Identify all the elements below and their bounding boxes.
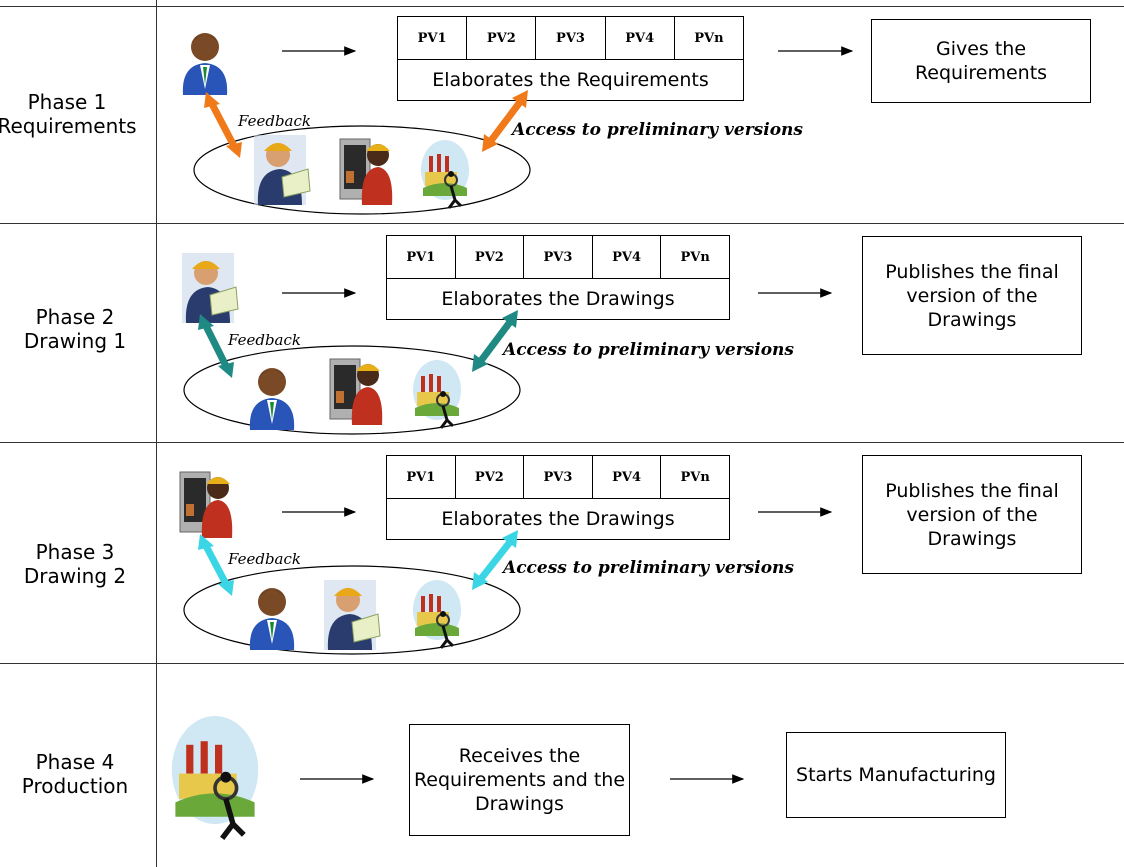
label-column-divider (156, 0, 157, 867)
pv-cell: PV1 (398, 17, 468, 59)
phase-2-pv-table: PV1 PV2 PV3 PV4 PVn Elaborates the Drawi… (386, 235, 730, 320)
pv-cell: PVn (680, 469, 710, 485)
pv-cell: PV4 (593, 236, 662, 278)
businessman-icon (182, 33, 228, 95)
pv-cell: PV2 (467, 17, 537, 59)
phase-4-receives-box: Receives the Requirements and the Drawin… (409, 724, 630, 836)
phase-3-pv-table: PV1 PV2 PV3 PV4 PVn Elaborates the Drawi… (386, 455, 730, 540)
feedback-arrow (198, 314, 234, 378)
pv-caption: Elaborates the Drawings (441, 508, 675, 530)
team-ellipse (193, 125, 531, 215)
phase-1-feedback-label: Feedback (238, 112, 311, 130)
engineer-with-plans-icon (253, 134, 311, 206)
pv-cell: PVn (694, 30, 724, 46)
access-arrow (482, 90, 528, 152)
pv-caption: Elaborates the Drawings (441, 288, 675, 310)
phase-4-receives-text: Receives the Requirements and the Drawin… (413, 745, 626, 815)
phase-2-feedback-label: Feedback (228, 331, 301, 349)
pv-cell: PV3 (524, 456, 593, 498)
businessman-icon (249, 368, 295, 430)
businessman-icon (249, 588, 295, 650)
pv-cell: PV1 (387, 456, 456, 498)
phase-3-result-box: Publishes the final version of the Drawi… (862, 455, 1082, 574)
pv-cell: PV4 (606, 17, 675, 59)
pv-cell: PV2 (456, 236, 525, 278)
phase-2-result-box: Publishes the final version of the Drawi… (862, 236, 1082, 355)
factory-icon (172, 716, 258, 838)
phase-2-access-label: Access to preliminary versions (503, 340, 794, 360)
worker-icon (339, 138, 393, 206)
access-arrow (472, 310, 518, 372)
phase-divider-3 (0, 663, 1124, 664)
pv-cell: PV1 (387, 236, 456, 278)
phase-1-result-box: Gives the Requirements (871, 19, 1091, 103)
phase-3-feedback-label: Feedback (228, 550, 301, 568)
phase-divider-1 (0, 223, 1124, 224)
feedback-arrow (198, 534, 234, 596)
pv-caption: Elaborates the Requirements (432, 69, 709, 91)
factory-icon (411, 578, 463, 650)
phase-4-result-box: Starts Manufacturing (786, 732, 1006, 818)
phase-1-result-text: Gives the Requirements (914, 38, 1048, 84)
pv-cell: PV3 (524, 236, 593, 278)
phase-2-result-text: Publishes the final version of the Drawi… (885, 260, 1059, 331)
phase-divider-2 (0, 442, 1124, 443)
phase-1-pv-table: PV1 PV2 PV3 PV4 PVn Elaborates the Requi… (397, 16, 744, 101)
team-ellipse (183, 565, 521, 655)
phase-4-result-text: Starts Manufacturing (796, 764, 996, 786)
feedback-arrow (204, 92, 242, 158)
phase-3-access-label: Access to preliminary versions (503, 558, 794, 578)
access-arrow (472, 530, 518, 590)
pv-cell: PV4 (593, 456, 662, 498)
worker-icon (179, 471, 233, 539)
factory-icon (411, 358, 463, 430)
pv-cell: PV3 (536, 17, 606, 59)
engineer-with-plans-icon (323, 579, 381, 651)
phase-3-result-text: Publishes the final version of the Drawi… (885, 479, 1059, 550)
top-divider (0, 6, 1124, 7)
pv-cell: PVn (680, 249, 710, 265)
worker-icon (329, 358, 383, 426)
pv-cell: PV2 (456, 456, 525, 498)
team-ellipse (183, 345, 521, 435)
phase-1-access-label: Access to preliminary versions (512, 120, 803, 140)
engineer-with-plans-icon (181, 252, 239, 324)
factory-icon (419, 138, 471, 210)
